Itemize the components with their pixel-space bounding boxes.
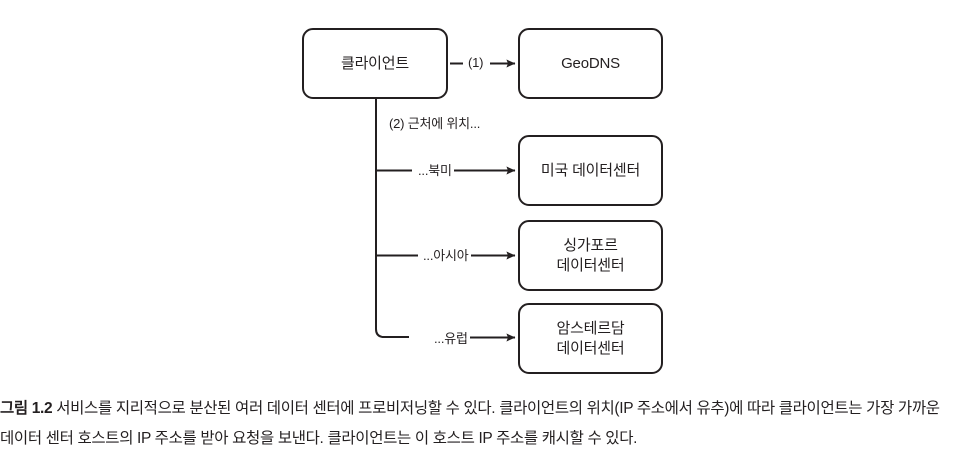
edge-label-north-america: ...북미 bbox=[416, 163, 454, 178]
connector-trunk bbox=[375, 99, 409, 338]
node-geodns[interactable]: GeoDNS bbox=[518, 28, 663, 99]
figure-diagram: 클라이언트 GeoDNS 미국 데이터센터 싱가포르 데이터센터 암스테르담 데… bbox=[302, 28, 663, 374]
edge-label-asia: ...아시아 bbox=[421, 248, 471, 263]
figure-caption: 그림 1.2 서비스를 지리적으로 분산된 여러 데이터 센터에 프로비저닝할 … bbox=[0, 394, 966, 454]
node-us-datacenter[interactable]: 미국 데이터센터 bbox=[518, 135, 663, 206]
node-singapore-datacenter-label: 싱가포르 데이터센터 bbox=[556, 237, 625, 274]
figure-caption-number: 그림 1.2 bbox=[0, 400, 53, 417]
node-amsterdam-datacenter[interactable]: 암스테르담 데이터센터 bbox=[518, 303, 663, 374]
node-us-datacenter-label: 미국 데이터센터 bbox=[540, 161, 641, 179]
node-client[interactable]: 클라이언트 bbox=[302, 28, 448, 99]
node-geodns-label: GeoDNS bbox=[561, 54, 620, 72]
diagram-connectors bbox=[375, 59, 516, 342]
edge-label-step-2-nearby: (2) 근처에 위치... bbox=[387, 116, 483, 131]
node-singapore-datacenter[interactable]: 싱가포르 데이터센터 bbox=[518, 220, 663, 291]
node-amsterdam-datacenter-label: 암스테르담 데이터센터 bbox=[556, 320, 625, 357]
node-client-label: 클라이언트 bbox=[340, 54, 409, 72]
edge-label-step-1: (1) bbox=[466, 55, 486, 70]
figure-caption-body: 서비스를 지리적으로 분산된 여러 데이터 센터에 프로비저닝할 수 있다. 클… bbox=[0, 400, 940, 448]
edge-label-europe: ...유럽 bbox=[432, 331, 470, 346]
